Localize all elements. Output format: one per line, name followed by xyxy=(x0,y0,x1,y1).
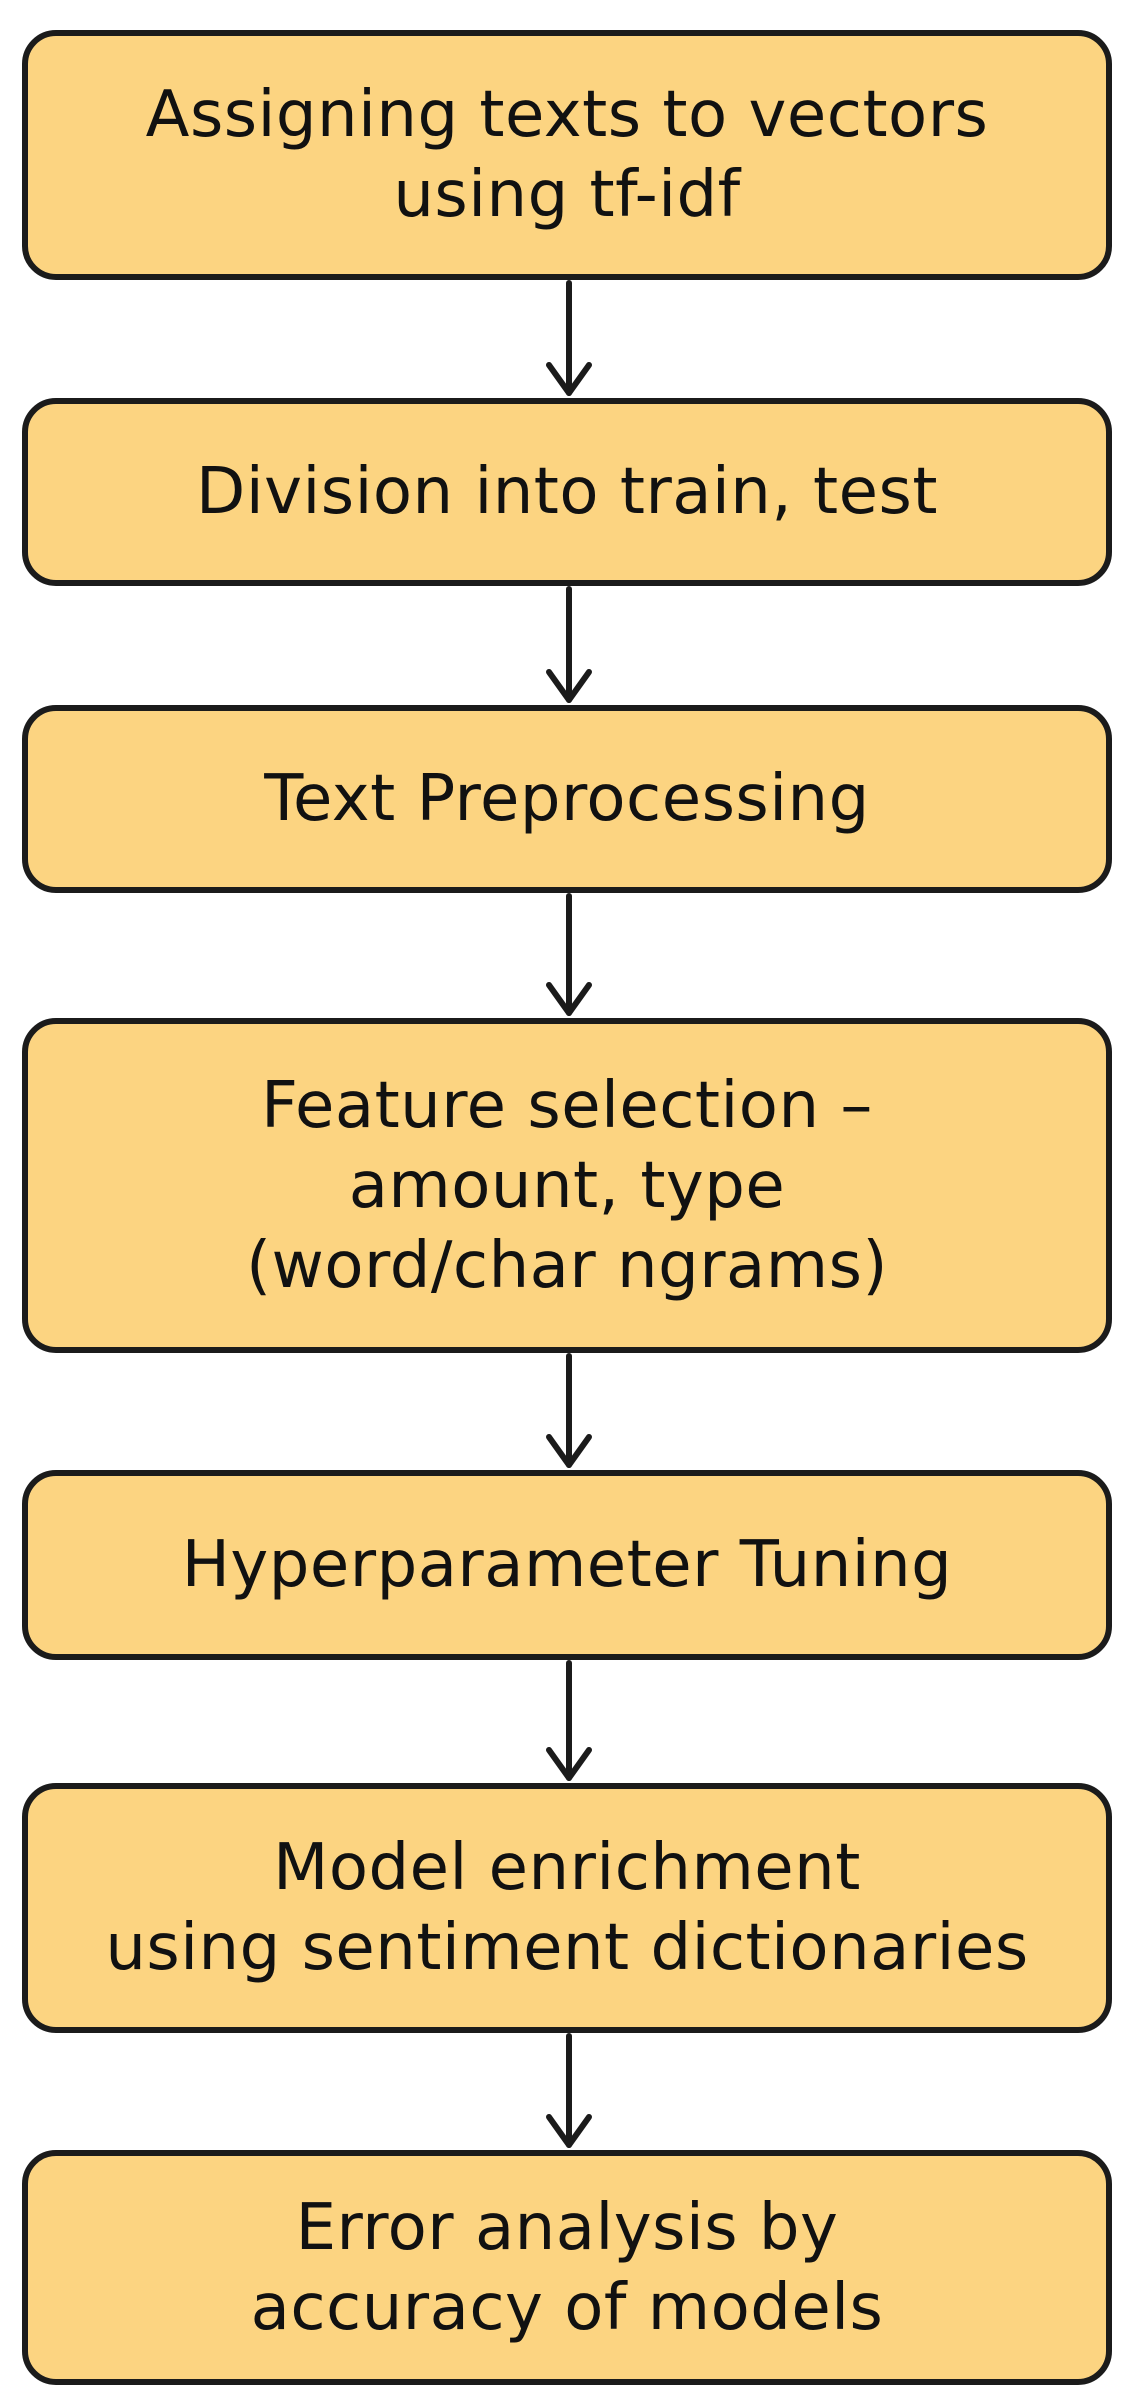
step-label: Assigning texts to vectors using tf-idf xyxy=(145,78,989,232)
arrow-down-icon xyxy=(546,1660,592,1781)
arrow-down-icon xyxy=(546,893,592,1016)
step-label: Hyperparameter Tuning xyxy=(181,1528,953,1602)
step-text-preprocessing: Text Preprocessing xyxy=(22,705,1112,893)
step-label: Error analysis by accuracy of models xyxy=(250,2190,884,2345)
step-label: Feature selection – amount, type (word/c… xyxy=(246,1068,888,1303)
arrow-down-icon xyxy=(546,280,592,396)
step-label: Division into train, test xyxy=(196,455,938,529)
arrow-down-icon xyxy=(546,1353,592,1468)
step-label: Text Preprocessing xyxy=(264,762,870,836)
step-feature-selection: Feature selection – amount, type (word/c… xyxy=(22,1018,1112,1353)
arrow-down-icon xyxy=(546,2033,592,2148)
step-model-enrichment: Model enrichment using sentiment diction… xyxy=(22,1783,1112,2033)
step-assign-vectors: Assigning texts to vectors using tf-idf xyxy=(22,30,1112,280)
arrow-down-icon xyxy=(546,586,592,703)
step-hyperparameter-tuning: Hyperparameter Tuning xyxy=(22,1470,1112,1660)
step-error-analysis: Error analysis by accuracy of models xyxy=(22,2150,1112,2385)
step-train-test-split: Division into train, test xyxy=(22,398,1112,586)
step-label: Model enrichment using sentiment diction… xyxy=(105,1831,1029,1985)
